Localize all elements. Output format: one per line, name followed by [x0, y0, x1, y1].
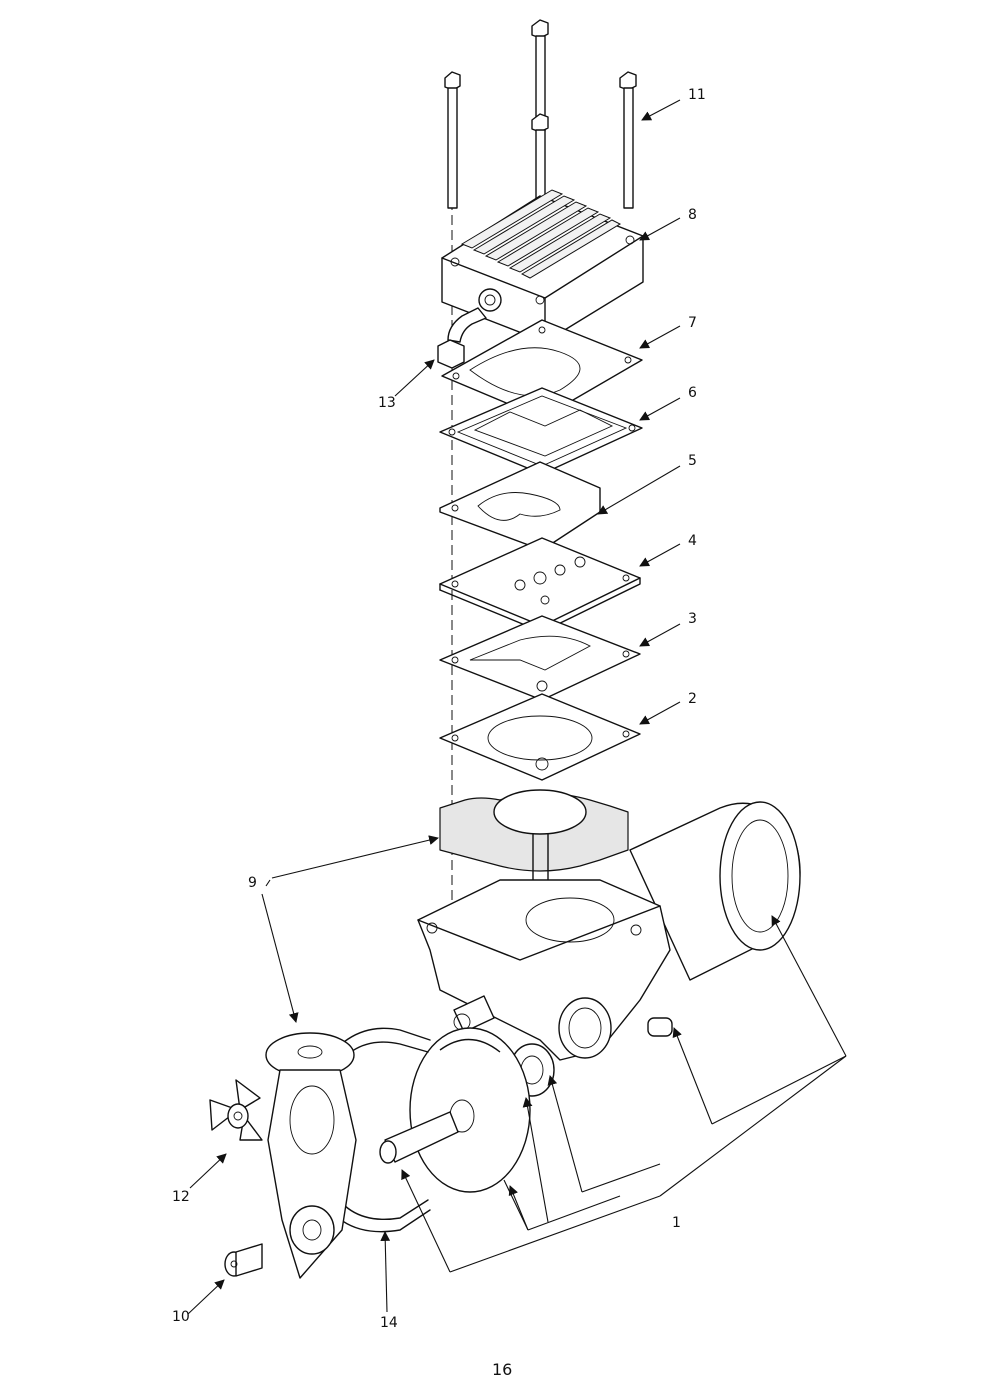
- callout-14: 14: [380, 1315, 398, 1331]
- callout-6: 6: [688, 385, 697, 401]
- crankcase-motor: [417, 801, 801, 1097]
- cooling-fins: [460, 189, 622, 279]
- reed-valve: [439, 461, 601, 551]
- page-number: 16: [492, 1360, 513, 1379]
- valve-plate: [439, 537, 641, 633]
- bolt-2: [531, 19, 549, 132]
- callout-13: 13: [378, 395, 396, 411]
- callout-7: 7: [688, 315, 697, 331]
- bolt-3: [619, 71, 637, 209]
- cylinder-sleeve: [439, 789, 629, 901]
- cylinder-gasket: [439, 693, 641, 781]
- leader-lines: [187, 99, 847, 1315]
- connecting-rod: [265, 1032, 357, 1279]
- plate-gasket: [439, 615, 641, 701]
- callout-11: 11: [688, 87, 706, 103]
- callout-10: 10: [172, 1309, 190, 1325]
- bolt-1: [444, 71, 461, 209]
- callout-2: 2: [688, 691, 697, 707]
- callout-4: 4: [688, 533, 697, 549]
- callout-3: 3: [688, 611, 697, 627]
- callout-5: 5: [688, 453, 697, 469]
- flywheel-assembly: [379, 1027, 531, 1193]
- callout-9: 9: [248, 875, 257, 891]
- callout-8: 8: [688, 207, 697, 223]
- elbow-fitting: [437, 307, 487, 369]
- wrist-pin-screw: [224, 1243, 263, 1277]
- head-bolts: [444, 19, 637, 251]
- valve-gasket: [439, 387, 643, 475]
- callout-12: 12: [172, 1189, 190, 1205]
- callout-1: 1: [672, 1215, 681, 1231]
- cooling-fan: [209, 1079, 263, 1141]
